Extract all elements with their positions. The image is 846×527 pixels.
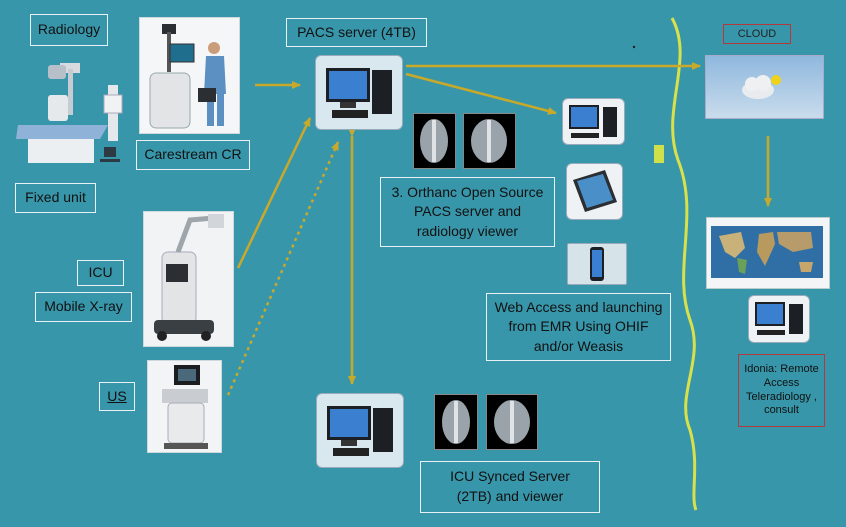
world-map-icon <box>711 226 823 278</box>
computer-icon <box>755 302 803 335</box>
icu-label: ICU <box>77 260 124 286</box>
cloud-icon <box>742 75 781 99</box>
fixed-xray-unit-image <box>8 55 135 170</box>
xray-film-4 <box>486 394 538 450</box>
radiology-label: Radiology <box>30 14 108 46</box>
xray-film-1 <box>413 113 456 169</box>
idonia-label: Idonia: Remote Access Teleradiology , co… <box>738 354 825 427</box>
icu-synced-label: ICU Synced Server (2TB) and viewer <box>420 461 600 513</box>
cloud-marker <box>654 145 664 163</box>
orthanc-label: 3. Orthanc Open Source PACS server and r… <box>380 177 555 247</box>
remote-computer[interactable] <box>748 295 810 343</box>
ultrasound-image <box>147 360 222 453</box>
xray-film-3 <box>434 394 478 450</box>
cloud-image <box>705 55 824 119</box>
icu-synced-server-computer[interactable] <box>316 393 404 468</box>
us-label: US <box>99 382 135 411</box>
carestream-cr-label: Carestream CR <box>136 140 250 170</box>
cloud-boundary-line <box>670 17 698 511</box>
arrow-mobile-to-pacs <box>236 117 312 269</box>
workstation-computer[interactable] <box>562 98 625 145</box>
cloud-label: CLOUD <box>723 24 791 44</box>
xray-film-2 <box>463 113 516 169</box>
tablet-device[interactable] <box>566 163 623 220</box>
fixed-unit-label: Fixed unit <box>15 183 96 213</box>
pacs-server-computer[interactable] <box>315 55 403 130</box>
tablet-icon <box>573 170 617 212</box>
world-map-image <box>706 217 830 289</box>
phone-device[interactable] <box>567 243 627 285</box>
phone-icon <box>590 247 604 281</box>
computer-icon <box>327 406 393 456</box>
pacs-server-label: PACS server (4TB) <box>286 18 427 47</box>
arrow-pacs-to-workstation <box>405 72 557 115</box>
mobile-xray-image <box>143 211 234 347</box>
web-access-label: Web Access and launching from EMR Using … <box>486 293 671 361</box>
computer-icon <box>326 68 392 118</box>
carestream-cr-image <box>139 17 240 134</box>
mobile-xray-label: Mobile X-ray <box>35 292 132 322</box>
computer-icon <box>569 105 617 138</box>
arrow-us-to-pacs <box>226 141 340 396</box>
